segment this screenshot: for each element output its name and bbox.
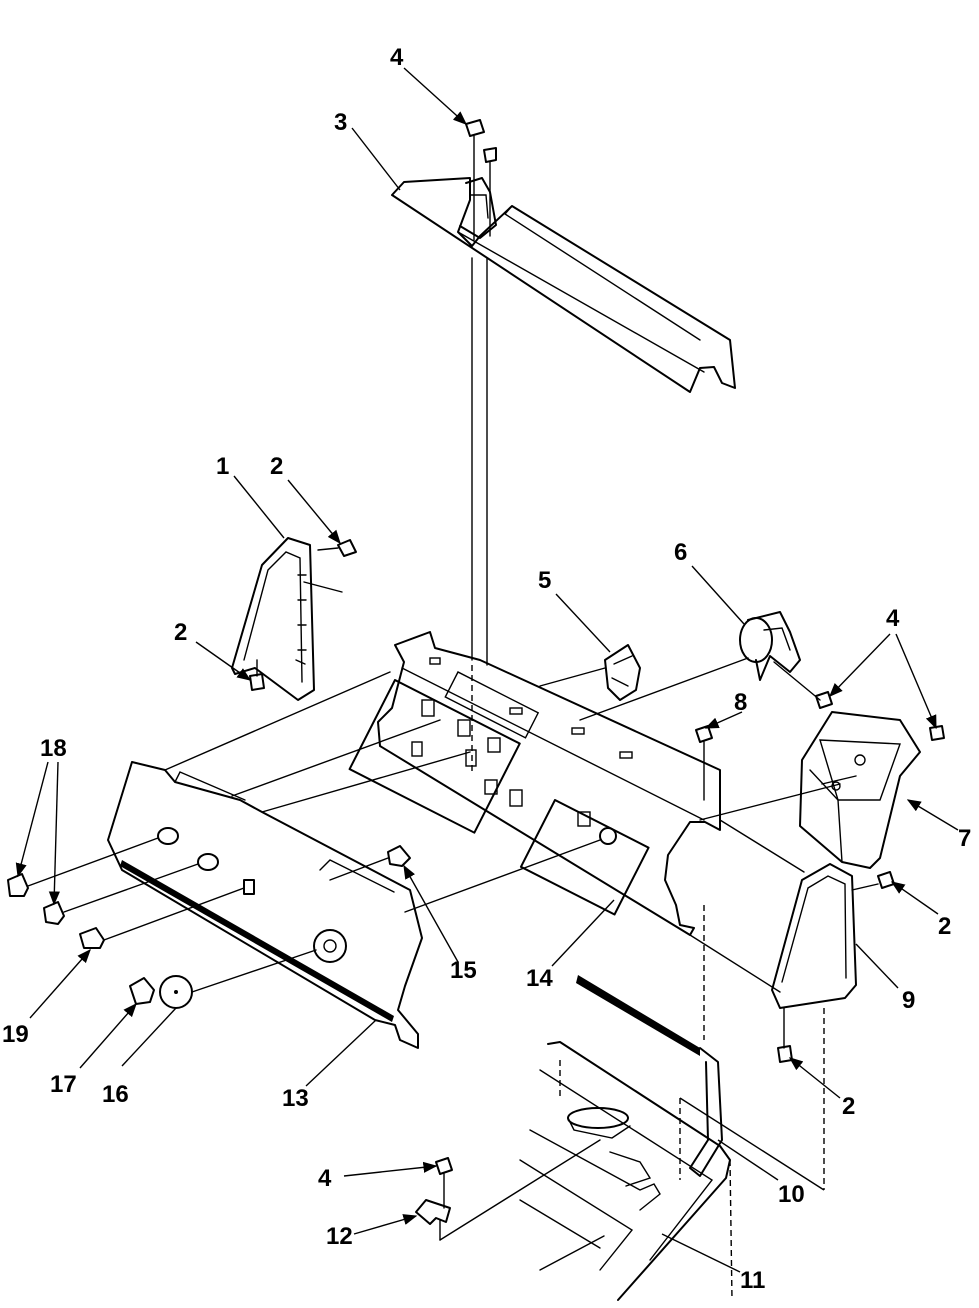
callout-7: 7 [958, 825, 971, 852]
part-8-screw [695, 725, 713, 1040]
part-1-left-end-cap [231, 537, 343, 701]
callout-2-left-top: 2 [270, 453, 283, 480]
callout-2-left-bottom: 2 [174, 619, 187, 646]
part-2-screw-right-bottom [777, 1007, 793, 1063]
alignment-rail [471, 257, 488, 775]
callout-12: 12 [326, 1223, 353, 1250]
callout-18: 18 [40, 735, 67, 762]
part-10-bracket [576, 975, 825, 1191]
part-3-console-cover [391, 177, 736, 393]
callout-4-top: 4 [390, 44, 404, 71]
callout-2-right-bottom: 2 [842, 1093, 855, 1120]
part-13-front-panel [107, 761, 423, 1049]
callout-labels: 4 3 1 2 2 5 6 4 8 18 7 2 15 14 9 19 17 1… [2, 44, 971, 1294]
callout-3: 3 [334, 109, 347, 136]
part-4-screw-bottom [435, 1157, 453, 1209]
part-17-timer-knob [129, 977, 155, 1005]
callout-9: 9 [902, 987, 915, 1014]
part-19-push-switch [79, 887, 245, 949]
part-4-screw-top [465, 119, 497, 241]
callout-17: 17 [50, 1071, 77, 1098]
leader-lines [15, 67, 959, 1273]
callout-5: 5 [538, 567, 551, 594]
callout-19: 19 [2, 1021, 29, 1048]
part-7-timer [699, 711, 945, 869]
callout-4-right: 4 [886, 605, 900, 632]
callout-15: 15 [450, 957, 477, 984]
part-5-switch [539, 644, 641, 701]
callout-4-bottom: 4 [318, 1165, 332, 1192]
part-11-cabinet-top [519, 1041, 733, 1301]
callout-6: 6 [674, 539, 687, 566]
part-2-screw-left-top [317, 539, 357, 557]
part-4-screw-right [815, 691, 833, 709]
part-6-pressure-switch [579, 611, 821, 721]
part-14-rear-panel [348, 631, 721, 936]
assembly-lines-panels [164, 671, 601, 913]
part-15-clip [329, 845, 411, 881]
part-18-knob-a [7, 837, 159, 897]
callout-10: 10 [778, 1181, 805, 1208]
callout-1: 1 [216, 453, 229, 480]
callout-14: 14 [526, 965, 553, 992]
part-12-clip [415, 1139, 601, 1241]
callout-2-right-top: 2 [938, 913, 951, 940]
callout-11: 11 [740, 1267, 765, 1294]
part-2-screw-left-bottom [249, 659, 265, 691]
callout-16: 16 [102, 1081, 129, 1108]
part-9-right-end-cap [689, 819, 879, 1009]
callout-13: 13 [282, 1085, 309, 1112]
callout-8: 8 [734, 689, 747, 716]
part-2-screw-right-top [877, 871, 895, 889]
